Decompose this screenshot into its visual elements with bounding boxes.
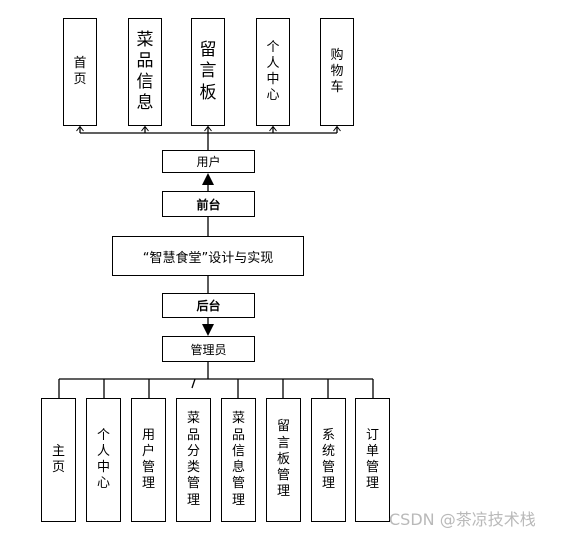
module-label: 留言板 — [199, 40, 217, 103]
module-label: 菜品分类管理 — [187, 411, 201, 508]
module-message-board: 留言板 — [191, 18, 225, 126]
admin-role-label: 管理员 — [190, 342, 227, 357]
module-message-board-management: 留言板管理 — [266, 398, 301, 522]
module-label: 个人中心 — [97, 427, 111, 492]
arrowhead-down — [202, 324, 214, 336]
module-main-page: 主页 — [41, 398, 76, 522]
frontend-box: 前台 — [162, 191, 255, 217]
module-label: 菜品信息 — [136, 29, 154, 114]
system-title: “智慧食堂”设计与实现 — [142, 250, 274, 266]
module-label: 用户管理 — [142, 427, 156, 492]
module-label: 系统管理 — [322, 427, 336, 492]
module-label: 首页 — [73, 55, 87, 87]
module-personal-center: 个人中心 — [256, 18, 290, 126]
module-system-management: 系统管理 — [311, 398, 346, 522]
backend-box: 后台 — [162, 293, 255, 318]
module-label: 留言板管理 — [277, 419, 291, 500]
connector — [191, 378, 196, 389]
module-dish-info: 菜品信息 — [128, 18, 162, 126]
module-order-management: 订单管理 — [355, 398, 390, 522]
module-home: 首页 — [63, 18, 97, 126]
module-user-management: 用户管理 — [131, 398, 166, 522]
system-title-box: “智慧食堂”设计与实现 — [112, 236, 304, 276]
backend-label: 后台 — [196, 299, 221, 313]
module-label: 个人中心 — [266, 39, 280, 104]
module-admin-personal-center: 个人中心 — [86, 398, 121, 522]
arrowhead-up — [202, 173, 214, 185]
module-dish-category-management: 菜品分类管理 — [176, 398, 211, 522]
module-label: 主页 — [52, 443, 66, 475]
user-role-label: 用户 — [196, 155, 221, 169]
module-label: 菜品信息管理 — [232, 411, 246, 508]
user-role-box: 用户 — [162, 150, 255, 173]
module-dish-info-management: 菜品信息管理 — [221, 398, 256, 522]
module-label: 订单管理 — [366, 427, 380, 492]
admin-role-box: 管理员 — [162, 336, 255, 362]
watermark-text: CSDN @茶凉技术栈 — [389, 510, 536, 529]
module-label: 购物车 — [330, 47, 344, 96]
module-shopping-cart: 购物车 — [320, 18, 354, 126]
frontend-label: 前台 — [196, 197, 221, 212]
